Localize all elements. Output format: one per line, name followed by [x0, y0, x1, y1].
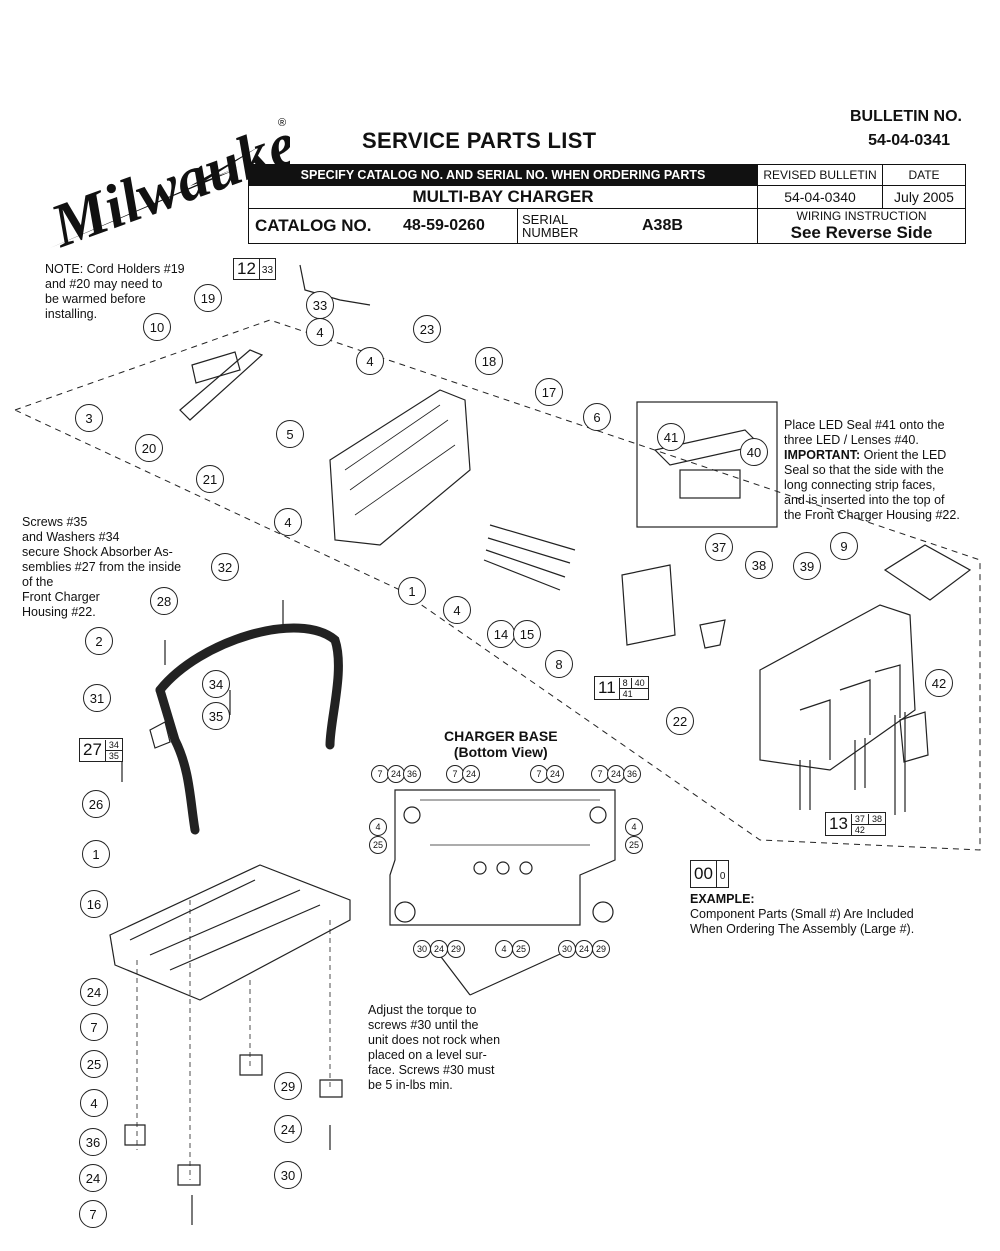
callout-24c: 24: [274, 1115, 302, 1143]
callout-28: 28: [150, 587, 178, 615]
callout-4c: 4: [274, 508, 302, 536]
callout-1b: 1: [82, 840, 110, 868]
callout-8: 8: [545, 650, 573, 678]
base-callout: 36: [623, 765, 641, 783]
callout-21: 21: [196, 465, 224, 493]
base-callout: 25: [512, 940, 530, 958]
callout-41: 41: [657, 423, 685, 451]
callout-25: 25: [80, 1050, 108, 1078]
callout-6: 6: [583, 403, 611, 431]
serial-label-2: NUMBER: [522, 225, 579, 240]
charger-base-heading: CHARGER BASE(Bottom View): [444, 728, 558, 760]
base-callout: 4: [625, 818, 643, 836]
callout-5: 5: [276, 420, 304, 448]
assembly-27: 27 34 35: [79, 738, 123, 762]
front-housing: [759, 604, 916, 771]
callout-24b: 24: [79, 1164, 107, 1192]
base-callout: 24: [546, 765, 564, 783]
callout-9: 9: [830, 532, 858, 560]
base-callout: 24: [575, 940, 593, 958]
callout-4b: 4: [356, 347, 384, 375]
base-callout: 29: [447, 940, 465, 958]
serial-number: A38B: [642, 217, 683, 234]
callout-37: 37: [705, 533, 733, 561]
callout-38: 38: [745, 551, 773, 579]
page-title: SERVICE PARTS LIST: [362, 128, 597, 153]
base-callout: 4: [369, 818, 387, 836]
bulletin-label: BULLETIN NO.: [850, 108, 962, 125]
base-callout: 25: [625, 836, 643, 854]
base-callout: 4: [495, 940, 513, 958]
base-callout: 36: [403, 765, 421, 783]
callout-40: 40: [740, 438, 768, 466]
callout-22: 22: [666, 707, 694, 735]
callout-1a: 1: [398, 577, 426, 605]
callout-24a: 24: [80, 978, 108, 1006]
callout-3: 3: [75, 404, 103, 432]
wiring-label: WIRING INSTRUCTION: [796, 209, 927, 223]
callout-7b: 7: [79, 1200, 107, 1228]
charger-base-bottom: [389, 789, 616, 926]
callout-20: 20: [135, 434, 163, 462]
base-callout: 30: [413, 940, 431, 958]
example-note: EXAMPLE: Component Parts (Small #) Are I…: [690, 892, 915, 936]
callout-23: 23: [413, 315, 441, 343]
callout-4e: 4: [80, 1089, 108, 1117]
callout-42: 42: [925, 669, 953, 697]
catalog-number: 48-59-0260: [403, 217, 485, 234]
assembly-12: 12 33: [233, 258, 277, 280]
callout-33: 33: [306, 291, 334, 319]
revised-label: REVISED BULLETIN: [757, 164, 883, 186]
callout-26: 26: [82, 790, 110, 818]
serial-label-1: SERIAL: [522, 212, 569, 227]
callout-4a: 4: [306, 318, 334, 346]
callout-19: 19: [194, 284, 222, 312]
base-callout: 24: [430, 940, 448, 958]
callout-16: 16: [80, 890, 108, 918]
charger-base: [109, 864, 351, 1001]
callout-39: 39: [793, 552, 821, 580]
callout-30: 30: [274, 1161, 302, 1189]
callout-29: 29: [274, 1072, 302, 1100]
callout-14: 14: [487, 620, 515, 648]
back-housing: [329, 389, 471, 546]
callout-32: 32: [211, 553, 239, 581]
callout-2: 2: [85, 627, 113, 655]
callout-17: 17: [535, 378, 563, 406]
base-callout: 30: [558, 940, 576, 958]
callout-35: 35: [202, 702, 230, 730]
base-callout: 25: [369, 836, 387, 854]
revision-date: July 2005: [882, 185, 966, 209]
base-callout: 29: [592, 940, 610, 958]
callout-4d: 4: [443, 596, 471, 624]
bulletin-number: 54-04-0341: [868, 132, 950, 149]
callout-31: 31: [83, 684, 111, 712]
example-assembly-box: 00 0: [690, 860, 730, 888]
specify-banner: SPECIFY CATALOG NO. AND SERIAL NO. WHEN …: [248, 164, 758, 186]
callout-34: 34: [202, 670, 230, 698]
svg-text:®: ®: [278, 117, 286, 129]
base-callout: 24: [462, 765, 480, 783]
callout-36: 36: [79, 1128, 107, 1156]
callout-10: 10: [143, 313, 171, 341]
order-info-table: SPECIFY CATALOG NO. AND SERIAL NO. WHEN …: [248, 164, 966, 244]
callout-15: 15: [513, 620, 541, 648]
catalog-label: CATALOG NO.: [255, 216, 372, 235]
wiring-value: See Reverse Side: [790, 223, 933, 242]
base-callout: 7: [530, 765, 548, 783]
callout-18: 18: [475, 347, 503, 375]
callout-7a: 7: [80, 1013, 108, 1041]
